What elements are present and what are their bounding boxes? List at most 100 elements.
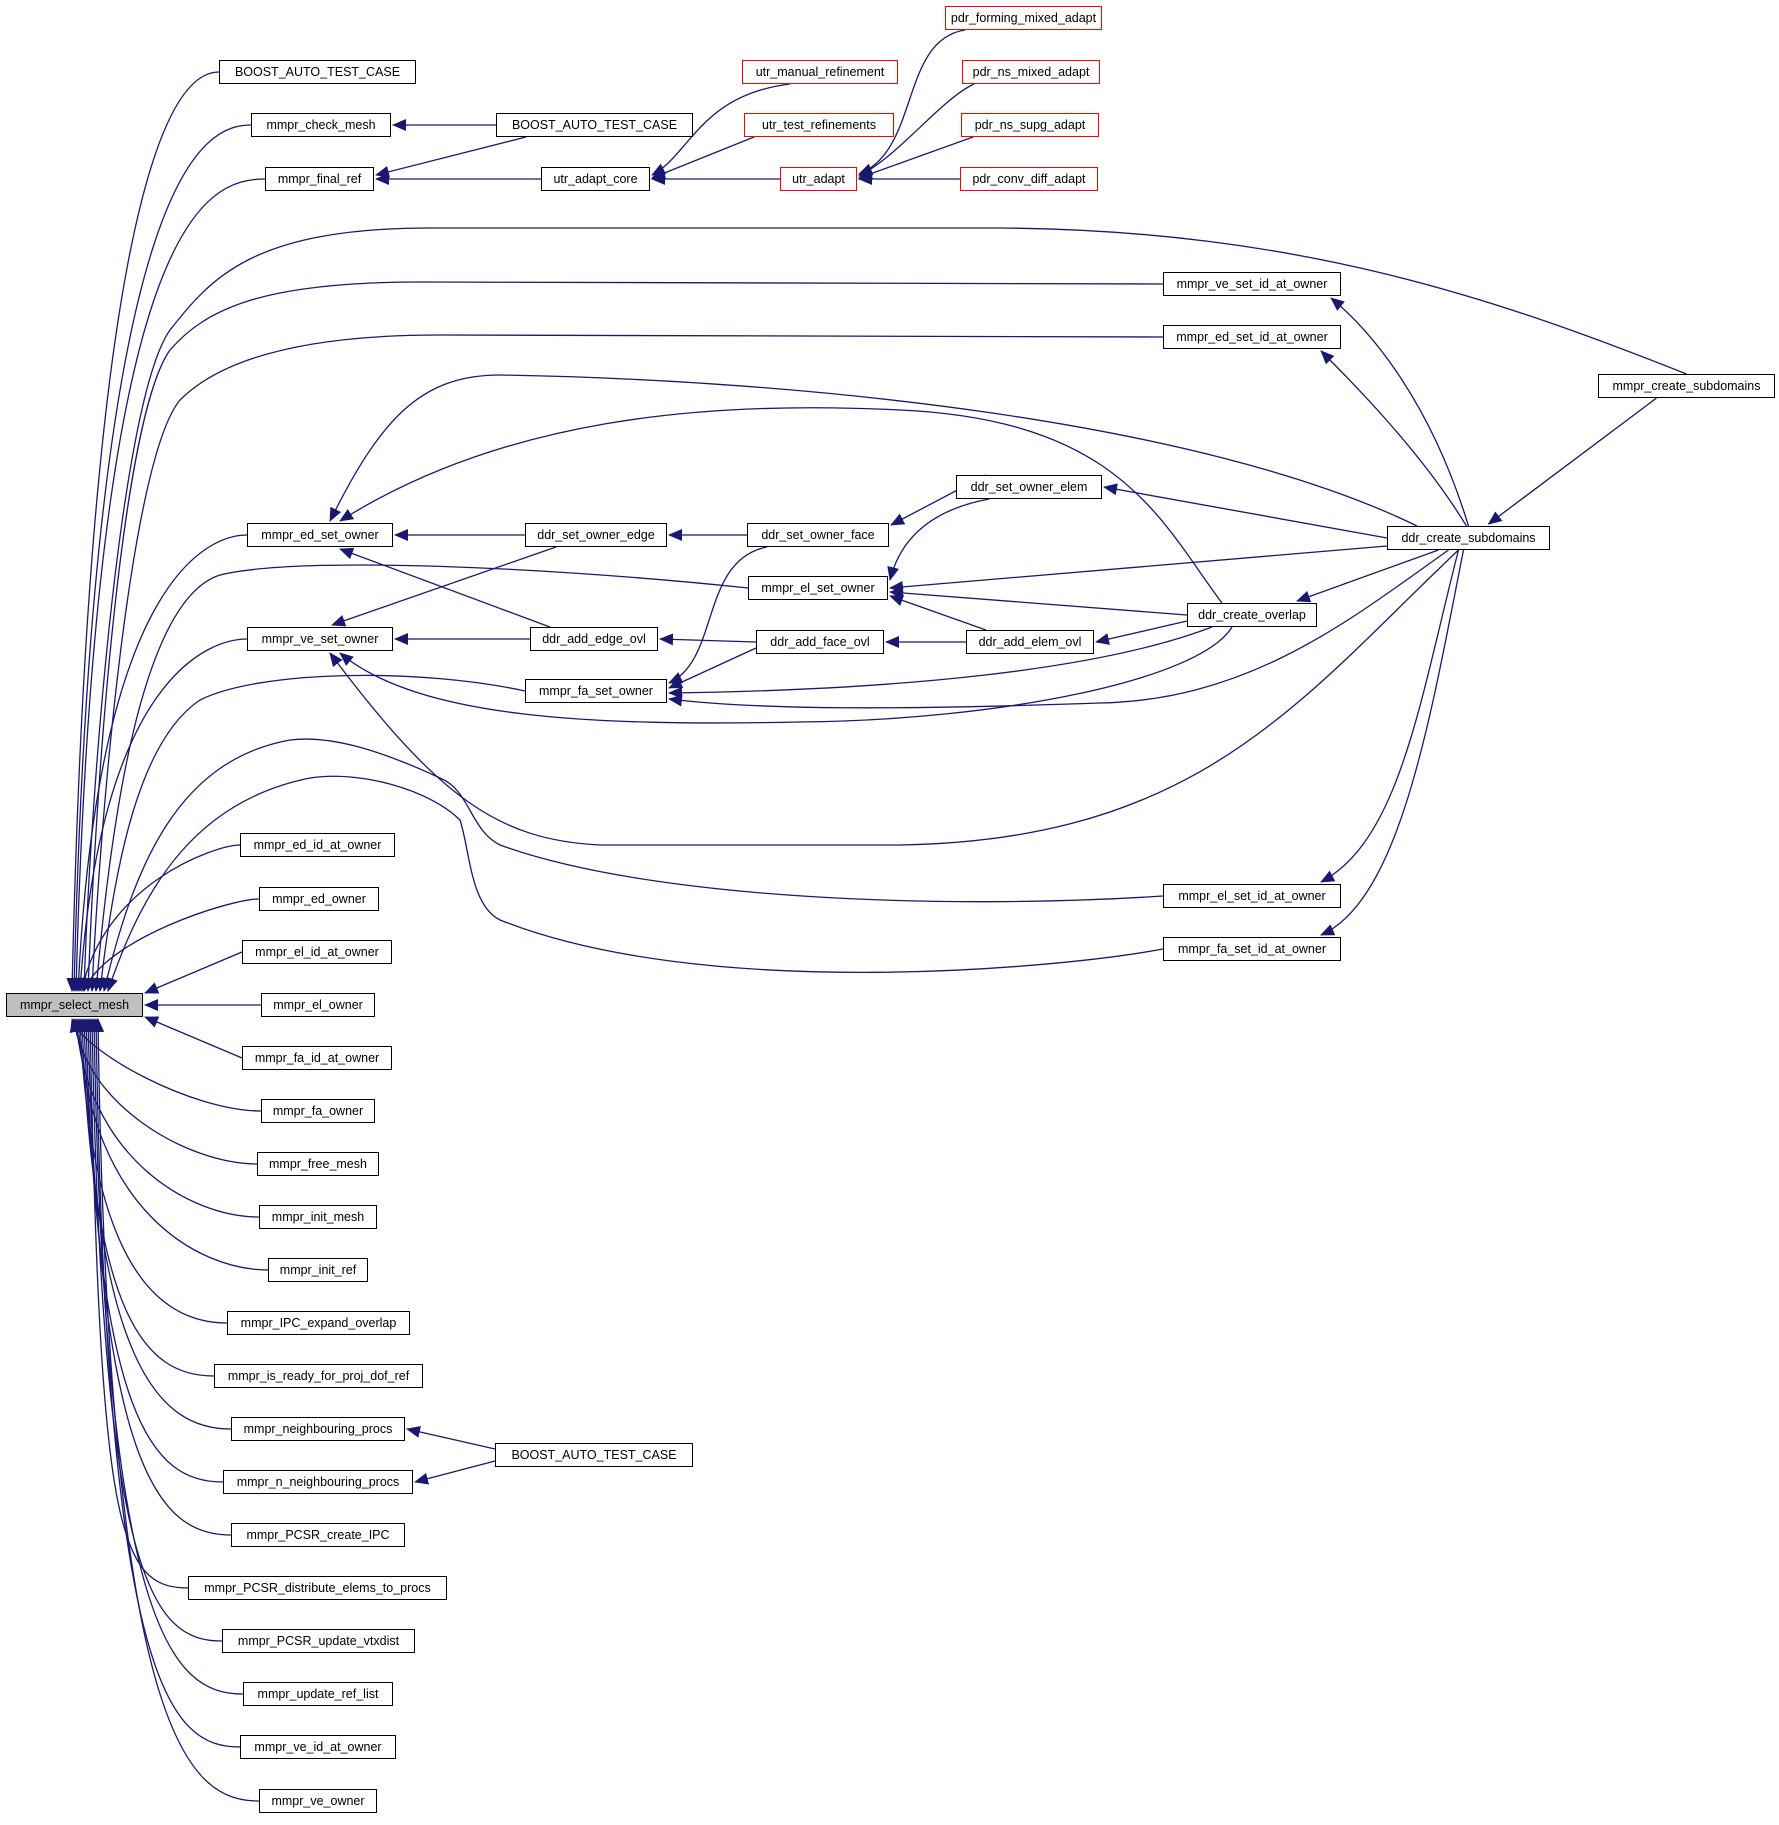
node-fasetid[interactable]: mmpr_fa_set_id_at_owner <box>1163 937 1341 961</box>
node-utrman[interactable]: utr_manual_refinement <box>742 60 898 84</box>
edge-ddrov-edset <box>339 407 1223 604</box>
node-label: utr_adapt_core <box>553 171 638 186</box>
node-label: mmpr_is_ready_for_proj_dof_ref <box>227 1368 410 1383</box>
edge-ddrcs-edsetid <box>1320 350 1468 527</box>
node-ddrcs[interactable]: ddr_create_subdomains <box>1387 526 1550 550</box>
node-label: mmpr_ve_id_at_owner <box>254 1739 382 1754</box>
node-label: mmpr_ve_set_owner <box>261 631 379 646</box>
node-label: pdr_ns_mixed_adapt <box>972 64 1090 79</box>
node-label: ddr_create_subdomains <box>1401 530 1536 545</box>
node-veown[interactable]: mmpr_ve_owner <box>259 1789 377 1813</box>
node-label: mmpr_ve_set_id_at_owner <box>1176 276 1328 291</box>
node-faset[interactable]: mmpr_fa_set_owner <box>525 679 667 703</box>
edge-ddraddface-ddraddedge <box>659 633 757 646</box>
edge-check-root <box>68 124 252 992</box>
node-elset[interactable]: mmpr_el_set_owner <box>748 576 888 600</box>
node-label: mmpr_select_mesh <box>19 997 130 1012</box>
node-pcsrd[interactable]: mmpr_PCSR_distribute_elems_to_procs <box>188 1576 447 1600</box>
node-pdrform[interactable]: pdr_forming_mixed_adapt <box>945 6 1102 30</box>
node-edid[interactable]: mmpr_ed_id_at_owner <box>240 833 395 857</box>
node-neigh[interactable]: mmpr_neighbouring_procs <box>231 1417 405 1441</box>
edge-ddrov-faset <box>668 626 1213 699</box>
node-label: mmpr_PCSR_distribute_elems_to_procs <box>204 1580 431 1595</box>
edge-bat3-nneigh <box>414 1460 496 1485</box>
edge-final-root <box>70 178 266 992</box>
edge-ddraddelem-elset <box>889 594 987 631</box>
edge-isready-root <box>76 1018 215 1377</box>
node-pcsru[interactable]: mmpr_PCSR_update_vtxdist <box>222 1629 415 1653</box>
node-ddrface[interactable]: ddr_set_owner_face <box>747 523 889 547</box>
node-utrcore[interactable]: utr_adapt_core <box>541 167 650 191</box>
node-faown[interactable]: mmpr_fa_owner <box>261 1099 375 1123</box>
node-label: ddr_create_overlap <box>1198 607 1306 622</box>
node-bat1[interactable]: BOOST_AUTO_TEST_CASE <box>219 60 416 84</box>
edge-elid-root <box>144 951 243 994</box>
node-label: ddr_add_edge_ovl <box>542 631 646 646</box>
node-label: mmpr_el_id_at_owner <box>255 944 379 959</box>
node-label: BOOST_AUTO_TEST_CASE <box>511 1447 677 1462</box>
node-utradapt[interactable]: utr_adapt <box>780 167 857 191</box>
node-label: mmpr_ed_id_at_owner <box>253 837 382 852</box>
node-label: mmpr_fa_set_owner <box>539 683 653 698</box>
node-label: pdr_ns_supg_adapt <box>974 117 1086 132</box>
node-bat3[interactable]: BOOST_AUTO_TEST_CASE <box>495 1443 693 1467</box>
node-ddraddelem[interactable]: ddr_add_elem_ovl <box>966 630 1094 654</box>
node-pdrns[interactable]: pdr_ns_mixed_adapt <box>962 60 1100 84</box>
node-nneigh[interactable]: mmpr_n_neighbouring_procs <box>223 1470 413 1494</box>
node-label: ddr_set_owner_edge <box>537 527 655 542</box>
edge-vesetid-root <box>82 281 1164 992</box>
node-free[interactable]: mmpr_free_mesh <box>257 1152 379 1176</box>
edge-veown-root <box>92 1018 260 1802</box>
node-mmprcs[interactable]: mmpr_create_subdomains <box>1598 374 1775 398</box>
node-pdrconv[interactable]: pdr_conv_diff_adapt <box>960 167 1098 191</box>
node-vesetid[interactable]: mmpr_ve_set_id_at_owner <box>1163 272 1341 296</box>
node-label: mmpr_ed_owner <box>272 891 366 906</box>
node-ddraddedge[interactable]: ddr_add_edge_ovl <box>530 627 658 651</box>
node-label: ddr_add_elem_ovl <box>978 634 1082 649</box>
edge-elsetid-root <box>101 738 1164 992</box>
node-elown[interactable]: mmpr_el_owner <box>261 993 375 1017</box>
node-veid[interactable]: mmpr_ve_id_at_owner <box>240 1735 396 1759</box>
edges-group <box>66 29 1687 1802</box>
node-pcsrc[interactable]: mmpr_PCSR_create_IPC <box>231 1523 405 1547</box>
edge-ddrcs-veset <box>329 549 1459 846</box>
node-updref[interactable]: mmpr_update_ref_list <box>243 1682 393 1706</box>
node-initmesh[interactable]: mmpr_init_mesh <box>259 1205 377 1229</box>
node-label: ddr_add_face_ovl <box>770 634 870 649</box>
edge-ddrelem-elset <box>887 498 990 581</box>
node-ddredge[interactable]: ddr_set_owner_edge <box>525 523 667 547</box>
node-label: mmpr_ed_set_id_at_owner <box>1176 329 1328 344</box>
node-bat2[interactable]: BOOST_AUTO_TEST_CASE <box>496 113 693 137</box>
node-label: mmpr_el_set_owner <box>761 580 875 595</box>
node-initref[interactable]: mmpr_init_ref <box>268 1258 368 1282</box>
edge-ddrov-veset <box>339 626 1233 724</box>
edge-ddraddface-faset <box>668 647 757 689</box>
edge-utrtest-utrcore <box>651 136 755 179</box>
node-check[interactable]: mmpr_check_mesh <box>251 113 391 137</box>
edge-mmprcs-root <box>78 227 1687 992</box>
edge-ddraddedge-edset <box>339 547 551 628</box>
node-elid[interactable]: mmpr_el_id_at_owner <box>242 940 392 964</box>
node-label: mmpr_create_subdomains <box>1612 378 1761 393</box>
node-pdrsupg[interactable]: pdr_ns_supg_adapt <box>961 113 1099 137</box>
node-utrtest[interactable]: utr_test_refinements <box>744 113 894 137</box>
edge-bat3-neigh <box>406 1426 496 1450</box>
node-final[interactable]: mmpr_final_ref <box>265 167 374 191</box>
node-elsetid[interactable]: mmpr_el_set_id_at_owner <box>1163 884 1341 908</box>
node-veset[interactable]: mmpr_ve_set_owner <box>247 627 393 651</box>
edge-faid-root <box>144 1016 243 1059</box>
node-edset[interactable]: mmpr_ed_set_owner <box>247 523 393 547</box>
edge-fasetid-ddrcs <box>1320 549 1465 936</box>
node-ddraddface[interactable]: ddr_add_face_ovl <box>756 630 884 654</box>
node-faid[interactable]: mmpr_fa_id_at_owner <box>242 1046 392 1070</box>
node-edown[interactable]: mmpr_ed_owner <box>259 887 379 911</box>
node-edsetid[interactable]: mmpr_ed_set_id_at_owner <box>1163 325 1341 349</box>
node-ipc[interactable]: mmpr_IPC_expand_overlap <box>227 1311 410 1335</box>
node-ddrov[interactable]: ddr_create_overlap <box>1187 603 1317 627</box>
edge-bat1-root <box>66 71 220 992</box>
node-isready[interactable]: mmpr_is_ready_for_proj_dof_ref <box>214 1364 423 1388</box>
node-ddrelem[interactable]: ddr_set_owner_elem <box>956 475 1102 499</box>
edge-pcsrd-root <box>84 1018 189 1589</box>
edge-pdrsupg-utradapt <box>858 136 974 180</box>
